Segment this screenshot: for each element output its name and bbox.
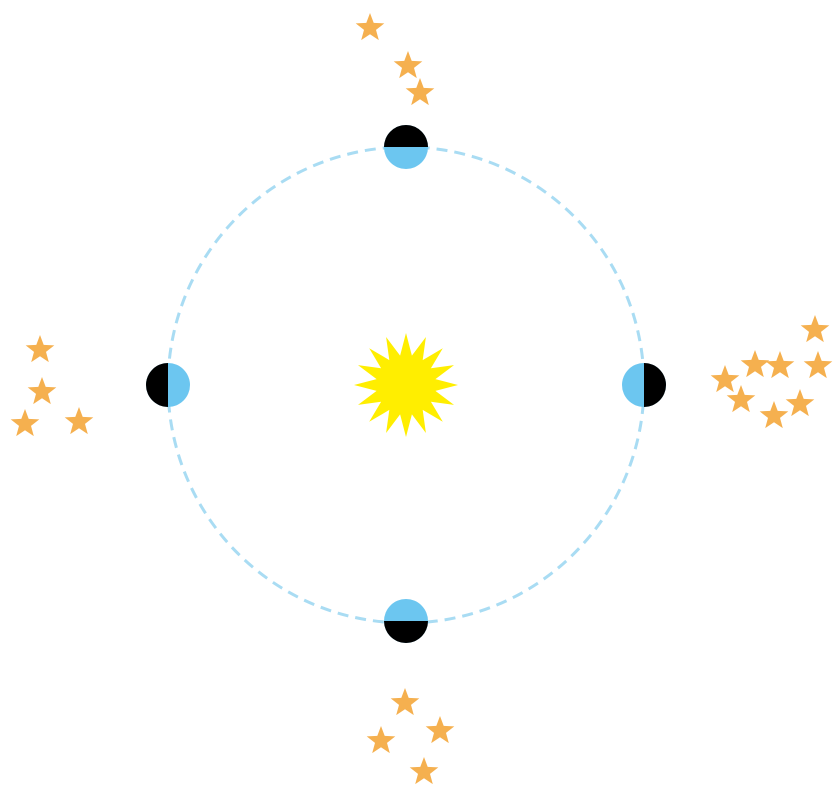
planet-right [622,363,666,407]
planet-left [146,363,190,407]
sun-icon [354,333,458,437]
planet-bottom [384,599,428,643]
planet-top [384,125,428,169]
